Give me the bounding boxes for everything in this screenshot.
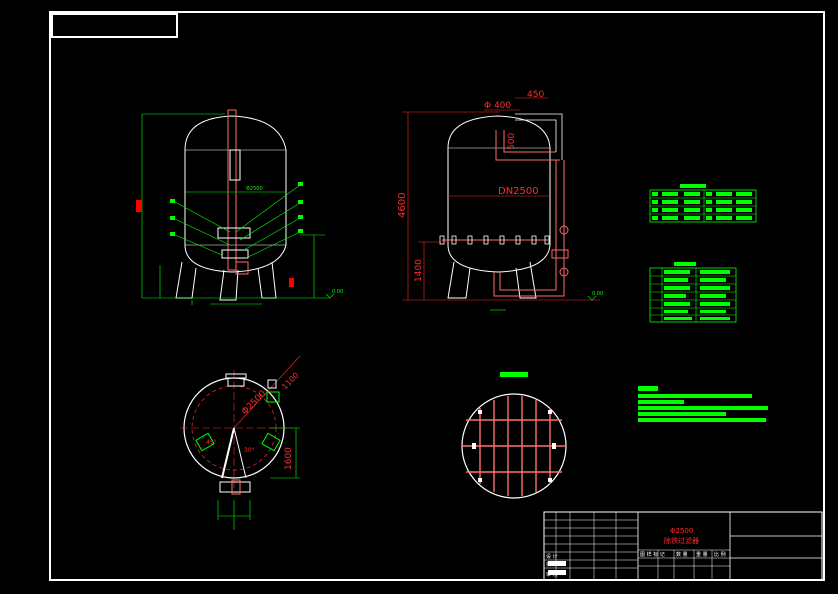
plan-dim-1600: 1600 (284, 447, 294, 470)
plan-dim-1100: 1100 (280, 371, 301, 392)
title-header-weight: 重 量 (696, 551, 708, 558)
side-pipe-offset: 450 (527, 90, 544, 100)
front-diameter-label: Φ2500 (246, 186, 263, 192)
plan-angle-a: 45° (206, 439, 217, 446)
side-elevation-label: 0.00 (592, 291, 603, 297)
side-elevation-view: Φ 400 450 500 DN2500 4600 1400 0.00 (397, 90, 603, 311)
side-vessel-diameter: DN2500 (498, 186, 539, 197)
plan-dim-diameter: Φ2500 (240, 389, 268, 417)
side-total-height: 4600 (397, 193, 408, 218)
front-elevation-label: 0.00 (332, 289, 343, 295)
side-pipe-height: 500 (507, 133, 517, 150)
drawing-frame (49, 11, 825, 581)
nozzle-table (649, 184, 757, 223)
title-header-qty: 数 量 (676, 551, 688, 558)
title-block: Φ2500 除铁过滤器 图 样 标 记 数 量 重 量 比 例 设 计 校 对 … (543, 511, 823, 581)
technical-requirements-notes (638, 386, 768, 422)
plan-view: Φ2500 1600 1100 45° 30° (180, 355, 301, 530)
title-row-design: 设 计 (546, 553, 558, 560)
side-leg-height: 1400 (414, 259, 424, 282)
front-elevation-view: Φ2500 (136, 109, 343, 305)
title-diameter: Φ2500 (670, 527, 693, 535)
title-header-marks: 图 样 标 记 (640, 551, 665, 558)
distributor-grid-view (461, 372, 567, 499)
red-marker-right (289, 278, 294, 287)
side-pipe-diameter: Φ 400 (484, 101, 511, 111)
plan-angle-b: 30° (244, 447, 255, 454)
title-header-scale: 比 例 (714, 551, 726, 558)
red-marker-left (136, 200, 142, 212)
title-name: 除铁过滤器 (664, 536, 699, 545)
technical-data-table (649, 262, 737, 323)
